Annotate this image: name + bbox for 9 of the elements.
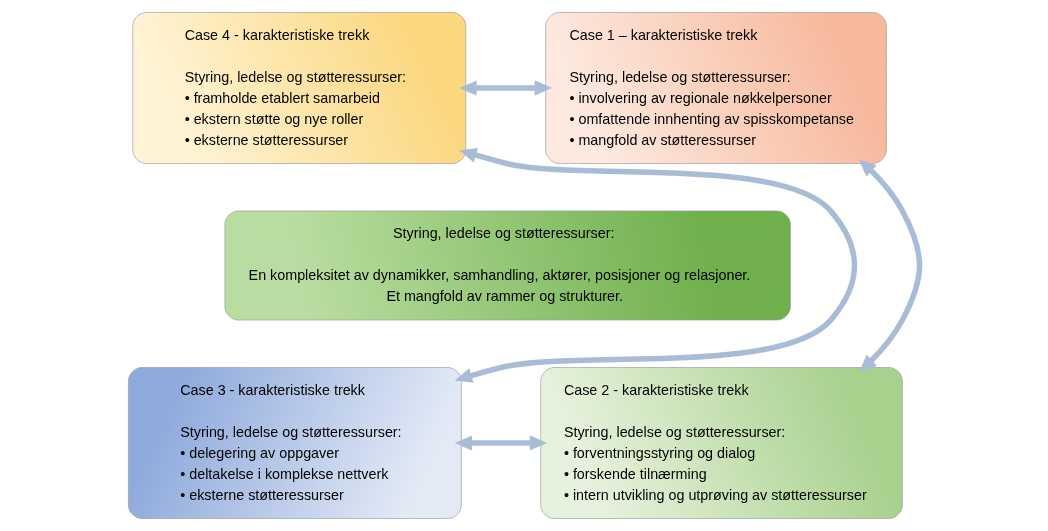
node-box: Case 1 – karakteristiske trekk Styring, ledelse og støtteressurser: • involvering av regionale nøkkelpersoner • omfattende innhenting av spisskompetanse • mangfold av støtteressurser [545,12,887,164]
node-box: Case 2 - karakteristiske trekk Styring, ledelse og støtteressurser: • forventningsstyring og dialog • forskende tilnærming • intern utvikling og utprøving av støtteressurser [540,367,903,519]
node-box: Case 3 - karakteristiske trekk Styring, ledelse og støtteressurser: • delegering av oppgaver • deltakelse i komplekse nettverk • eksterne støtteressurser [128,367,462,519]
arrow [858,159,923,373]
arrow [459,80,553,96]
arrow [454,435,548,451]
arrow [454,147,858,383]
node-box: Case 4 - karakteristiske trekk Styring, ledelse og støtteressurser: • framholde etablert samarbeid • ekstern støtte og nye roller • eksterne støtteressurser [132,12,467,164]
node-box: Styring, ledelse og støtteressurser: En kompleksitet av dynamikker, samhandling, aktører, posisjoner og relasjoner. Et mangfold av rammer og strukturer. [224,210,791,321]
